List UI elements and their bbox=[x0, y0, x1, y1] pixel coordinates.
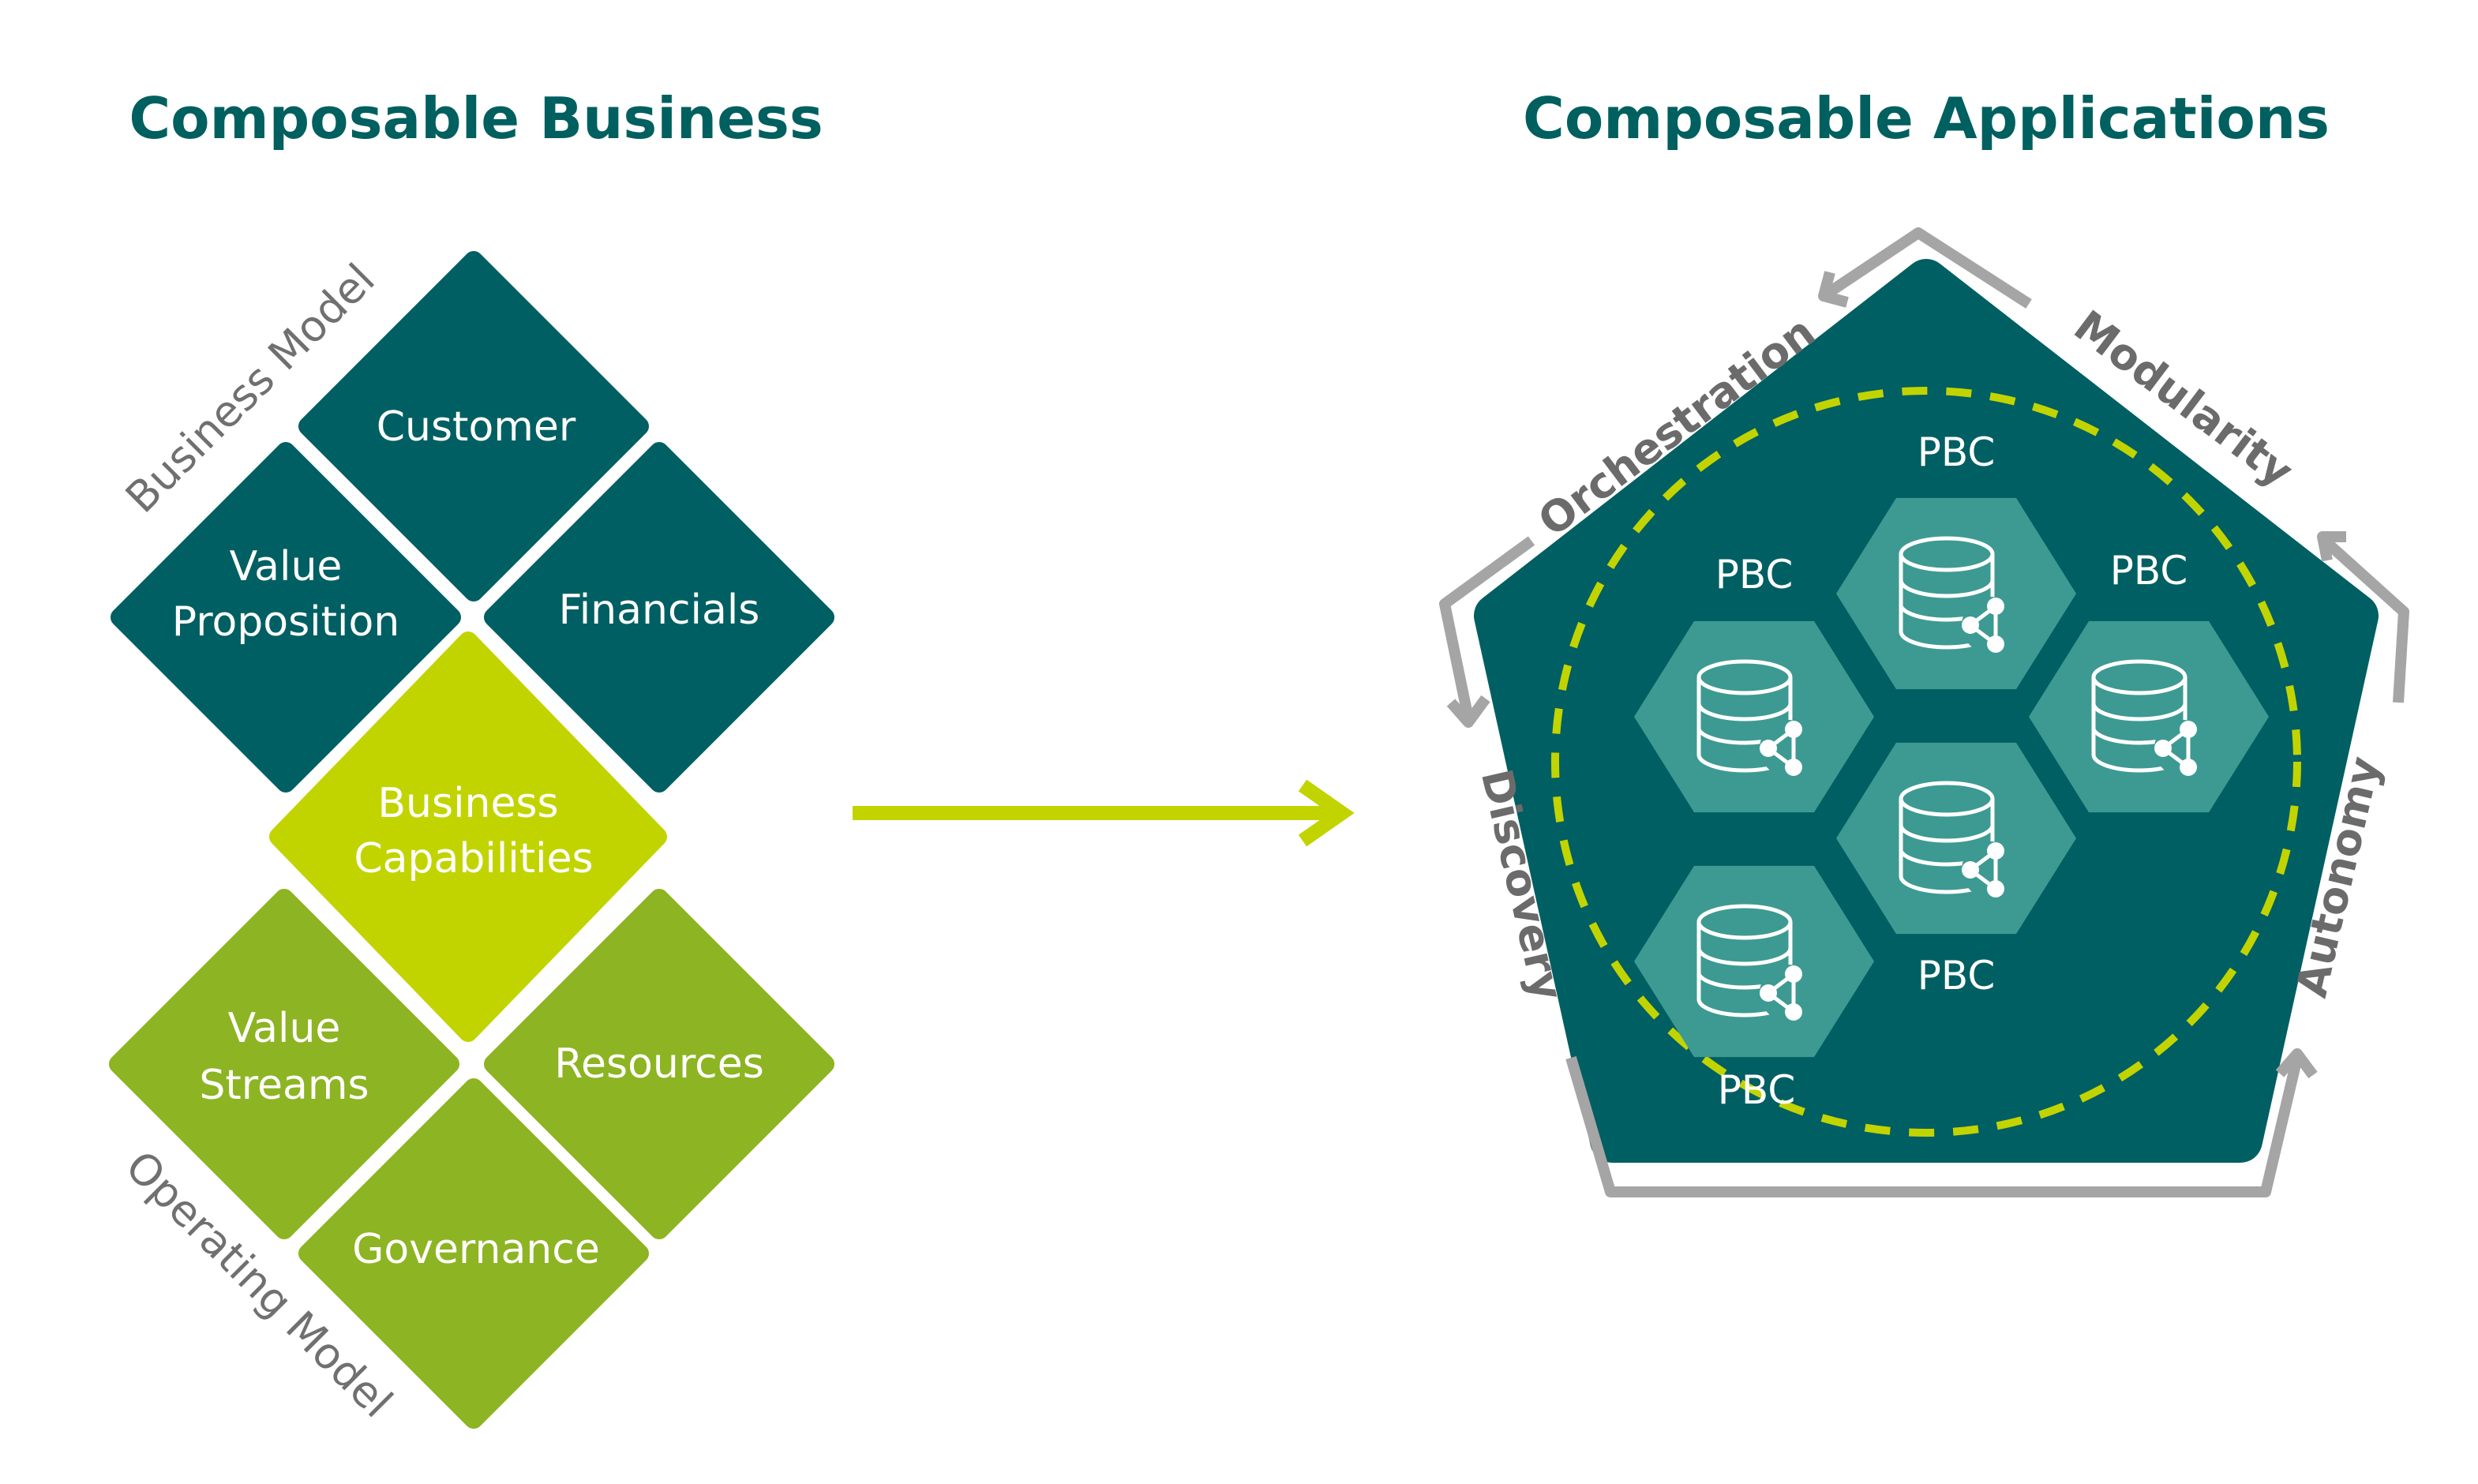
pbc-label: PBC bbox=[1718, 1067, 1796, 1113]
financials-tile bbox=[484, 442, 834, 793]
customer-tile bbox=[298, 251, 649, 601]
arrow-bottom-head bbox=[2275, 1048, 2318, 1079]
right-title: Composable Applications bbox=[1523, 85, 2330, 152]
arrow-right-head bbox=[2317, 531, 2346, 562]
pbc-hexagon bbox=[1634, 620, 1874, 813]
arrow-bottom bbox=[1565, 1056, 2303, 1197]
pbc-label: PBC bbox=[1918, 429, 1996, 475]
value-streams-label-1: Value bbox=[228, 1005, 341, 1052]
governance-tile bbox=[298, 1078, 649, 1429]
financials-label: Financials bbox=[559, 586, 760, 634]
business-capabilities-tile bbox=[269, 631, 667, 1042]
arrow-right bbox=[2321, 536, 2409, 703]
value-streams-tile bbox=[109, 889, 459, 1239]
resources-label: Resources bbox=[554, 1040, 764, 1088]
pbc-hexagon bbox=[1836, 497, 2076, 690]
pbc-label: PBC bbox=[2110, 548, 2188, 594]
transition-arrow bbox=[853, 779, 1355, 847]
left-title: Composable Business bbox=[129, 85, 823, 152]
value-proposition-label-2: Proposition bbox=[172, 598, 399, 646]
resources-tile bbox=[484, 889, 834, 1239]
business-capabilities-label-2: Capabilities bbox=[354, 835, 593, 883]
value-proposition-tile bbox=[111, 442, 461, 793]
arrow-upper-left bbox=[1439, 536, 1535, 720]
arrow-top bbox=[1820, 227, 2032, 309]
arrow-top-head bbox=[1818, 271, 1849, 308]
business-diamonds: Customer Value Proposition Financials Bu… bbox=[109, 251, 834, 1429]
cycle-arrows bbox=[1439, 227, 2409, 1197]
customer-label: Customer bbox=[377, 403, 576, 451]
pbc-hexagon bbox=[1634, 865, 1874, 1058]
pbc-label: PBC bbox=[1918, 953, 1996, 999]
arrow-upper-left-head bbox=[1446, 695, 1490, 728]
value-streams-label-2: Streams bbox=[199, 1062, 369, 1109]
business-capabilities-label-1: Business bbox=[377, 780, 558, 827]
pbc-hexagon bbox=[1836, 742, 2076, 935]
dashed-boundary-circle bbox=[1551, 387, 2301, 1137]
pbc-hexagon bbox=[2029, 620, 2269, 813]
value-proposition-label-1: Value bbox=[230, 543, 343, 590]
governance-label: Governance bbox=[352, 1226, 600, 1273]
pbc-label: PBC bbox=[1715, 552, 1794, 598]
